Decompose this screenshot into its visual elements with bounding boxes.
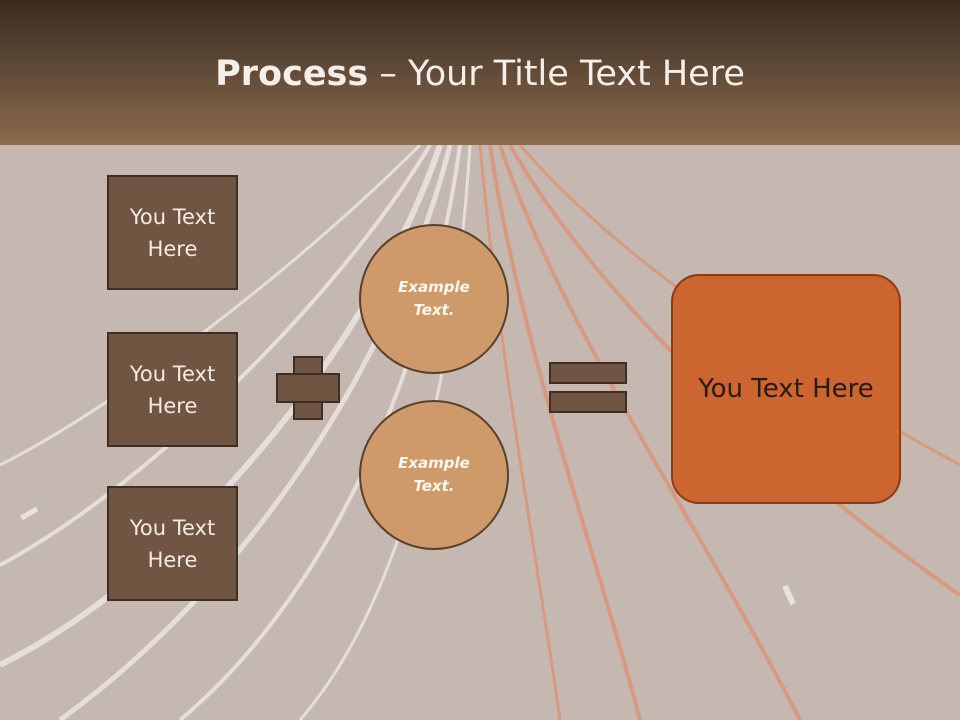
title-bold-part: Process	[215, 54, 369, 94]
input-box-3-label: You Text Here	[129, 515, 216, 572]
result-box-label: You Text Here	[698, 374, 874, 404]
example-circle-1[interactable]: Example Text.	[359, 224, 509, 374]
result-box[interactable]: You Text Here	[671, 274, 901, 504]
input-box-3[interactable]: You Text Here	[107, 486, 238, 601]
example-circle-1-label: Example Text.	[398, 278, 470, 319]
slide-title[interactable]: Process – Your Title Text Here	[0, 52, 960, 96]
example-circle-2-label: Example Text.	[398, 454, 470, 495]
input-box-1[interactable]: You Text Here	[107, 175, 238, 290]
input-box-1-label: You Text Here	[129, 204, 216, 261]
input-box-2[interactable]: You Text Here	[107, 332, 238, 447]
title-rest-part: – Your Title Text Here	[368, 54, 745, 94]
title-bar: Process – Your Title Text Here	[0, 0, 960, 145]
example-circle-2[interactable]: Example Text.	[359, 400, 509, 550]
input-box-2-label: You Text Here	[129, 361, 216, 418]
